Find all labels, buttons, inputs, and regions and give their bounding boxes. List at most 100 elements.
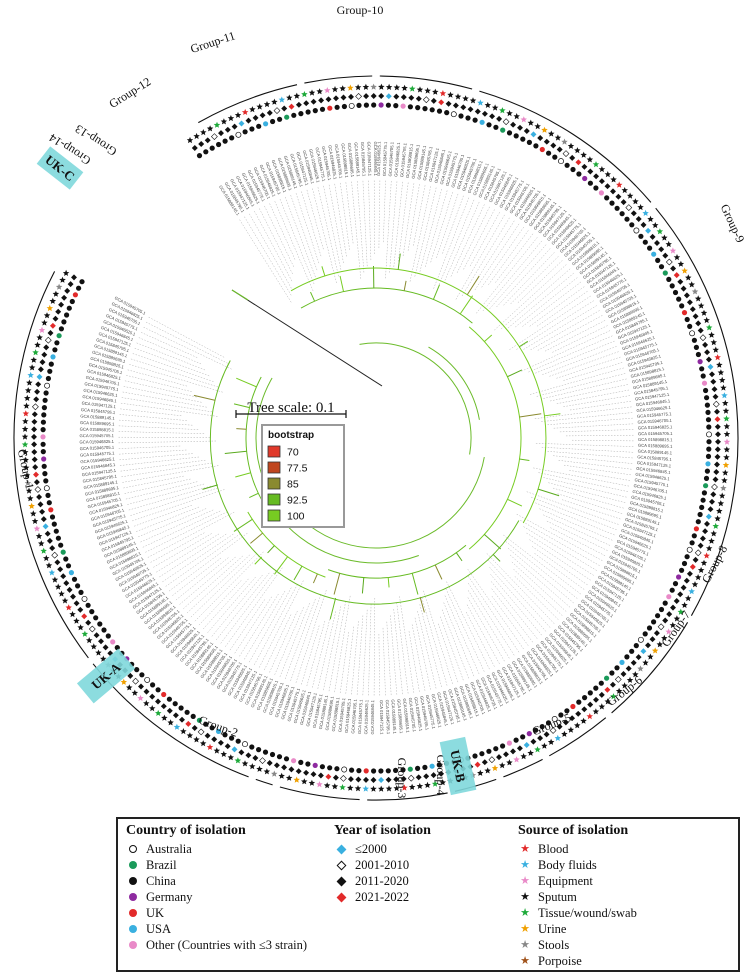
source-marker <box>621 187 628 194</box>
tip-leader <box>368 180 372 261</box>
source-marker <box>694 295 702 302</box>
tip-leader <box>507 272 575 329</box>
year-marker <box>58 301 65 308</box>
tip-label: GCA 015946705.1 <box>388 141 395 176</box>
tip-leader <box>345 626 354 695</box>
source-marker <box>706 324 713 331</box>
source-marker <box>65 604 72 611</box>
year-marker <box>662 252 669 259</box>
tip-label: GCA 015946825.1 <box>413 697 423 732</box>
year-marker <box>422 96 430 104</box>
tip-leader <box>544 320 606 352</box>
year-marker <box>310 771 317 778</box>
year-marker <box>224 126 231 133</box>
tip-leader <box>368 603 372 696</box>
tip-leader <box>138 337 202 365</box>
country-marker <box>570 703 576 710</box>
country-marker <box>706 431 712 438</box>
root-branch <box>231 289 383 387</box>
tip-label: GCA 015945775.1 <box>80 450 115 457</box>
source-marker <box>22 410 30 417</box>
tip-label: GCA 015946825.1 <box>393 142 401 177</box>
circle-marker-icon <box>129 893 137 901</box>
group-label: Group-5 <box>530 710 573 738</box>
year-marker <box>51 551 59 559</box>
tip-leader <box>467 568 525 650</box>
source-marker <box>143 700 150 707</box>
branch <box>483 534 502 550</box>
bootstrap-value-label: 77.5 <box>287 463 308 475</box>
year-marker <box>543 731 550 738</box>
tip-label: GCA 015945775.1 <box>634 477 669 488</box>
year-marker <box>712 476 719 483</box>
year-marker <box>645 642 651 649</box>
country-marker <box>40 449 46 455</box>
tip-leader <box>269 610 298 673</box>
source-marker <box>723 430 731 437</box>
year-marker <box>325 96 332 103</box>
source-marker <box>700 559 708 566</box>
source-marker <box>717 500 725 507</box>
source-marker <box>541 742 548 749</box>
country-marker <box>55 535 62 541</box>
country-marker <box>706 439 712 445</box>
tip-label: GCA 015889695.1 <box>638 443 673 449</box>
country-marker <box>348 102 355 109</box>
year-marker <box>635 216 642 222</box>
source-marker <box>220 750 227 757</box>
tip-leader <box>119 408 182 416</box>
year-marker <box>604 686 611 693</box>
country-marker <box>593 185 599 191</box>
country-marker <box>472 753 478 759</box>
uk-highlight: UK-B <box>439 736 477 796</box>
legend-item: ★Tissue/wound/swab <box>518 905 637 921</box>
tip-leader <box>317 611 336 690</box>
year-marker <box>670 265 677 272</box>
source-marker <box>547 738 555 745</box>
country-marker <box>609 670 615 676</box>
country-marker <box>378 768 384 774</box>
group-bracket <box>379 75 473 90</box>
country-marker <box>681 310 688 316</box>
tip-leader <box>383 180 386 243</box>
tip-leader <box>248 213 292 289</box>
source-marker <box>126 684 133 691</box>
legend-item-label: 2021-2022 <box>355 890 410 904</box>
country-marker <box>60 549 66 555</box>
year-marker <box>47 330 54 336</box>
source-marker <box>401 84 408 91</box>
legend-item-label: Tissue/wound/swab <box>538 906 637 920</box>
branch <box>432 284 440 300</box>
country-marker <box>576 699 582 705</box>
legend-item: ★Equipment <box>518 873 637 889</box>
year-marker <box>191 145 198 151</box>
source-marker <box>25 487 33 494</box>
country-marker <box>662 600 668 606</box>
legend-item: ★Sputum <box>518 889 637 905</box>
year-marker <box>197 728 205 736</box>
year-marker <box>620 199 627 206</box>
year-marker <box>430 97 437 104</box>
source-marker <box>669 621 677 629</box>
tip-label: GCA 015898815.1 <box>638 437 673 442</box>
source-marker <box>685 595 692 602</box>
tip-leader <box>440 616 464 681</box>
tip-leader <box>168 532 248 592</box>
tip-leader <box>129 487 218 516</box>
source-marker <box>285 774 293 781</box>
year-marker <box>640 221 647 228</box>
group-bracket <box>503 758 543 778</box>
country-marker <box>658 606 665 613</box>
group-bracket <box>367 792 448 801</box>
tip-leader <box>378 179 381 249</box>
source-marker <box>616 181 623 188</box>
bootstrap-value-label: 70 <box>287 447 299 459</box>
source-marker <box>331 783 339 790</box>
year-marker <box>604 183 611 190</box>
source-marker <box>51 576 59 583</box>
country-marker <box>638 233 644 239</box>
tip-leader <box>128 485 211 511</box>
country-marker <box>216 141 222 148</box>
year-marker <box>281 105 288 112</box>
tip-leader <box>198 580 242 626</box>
